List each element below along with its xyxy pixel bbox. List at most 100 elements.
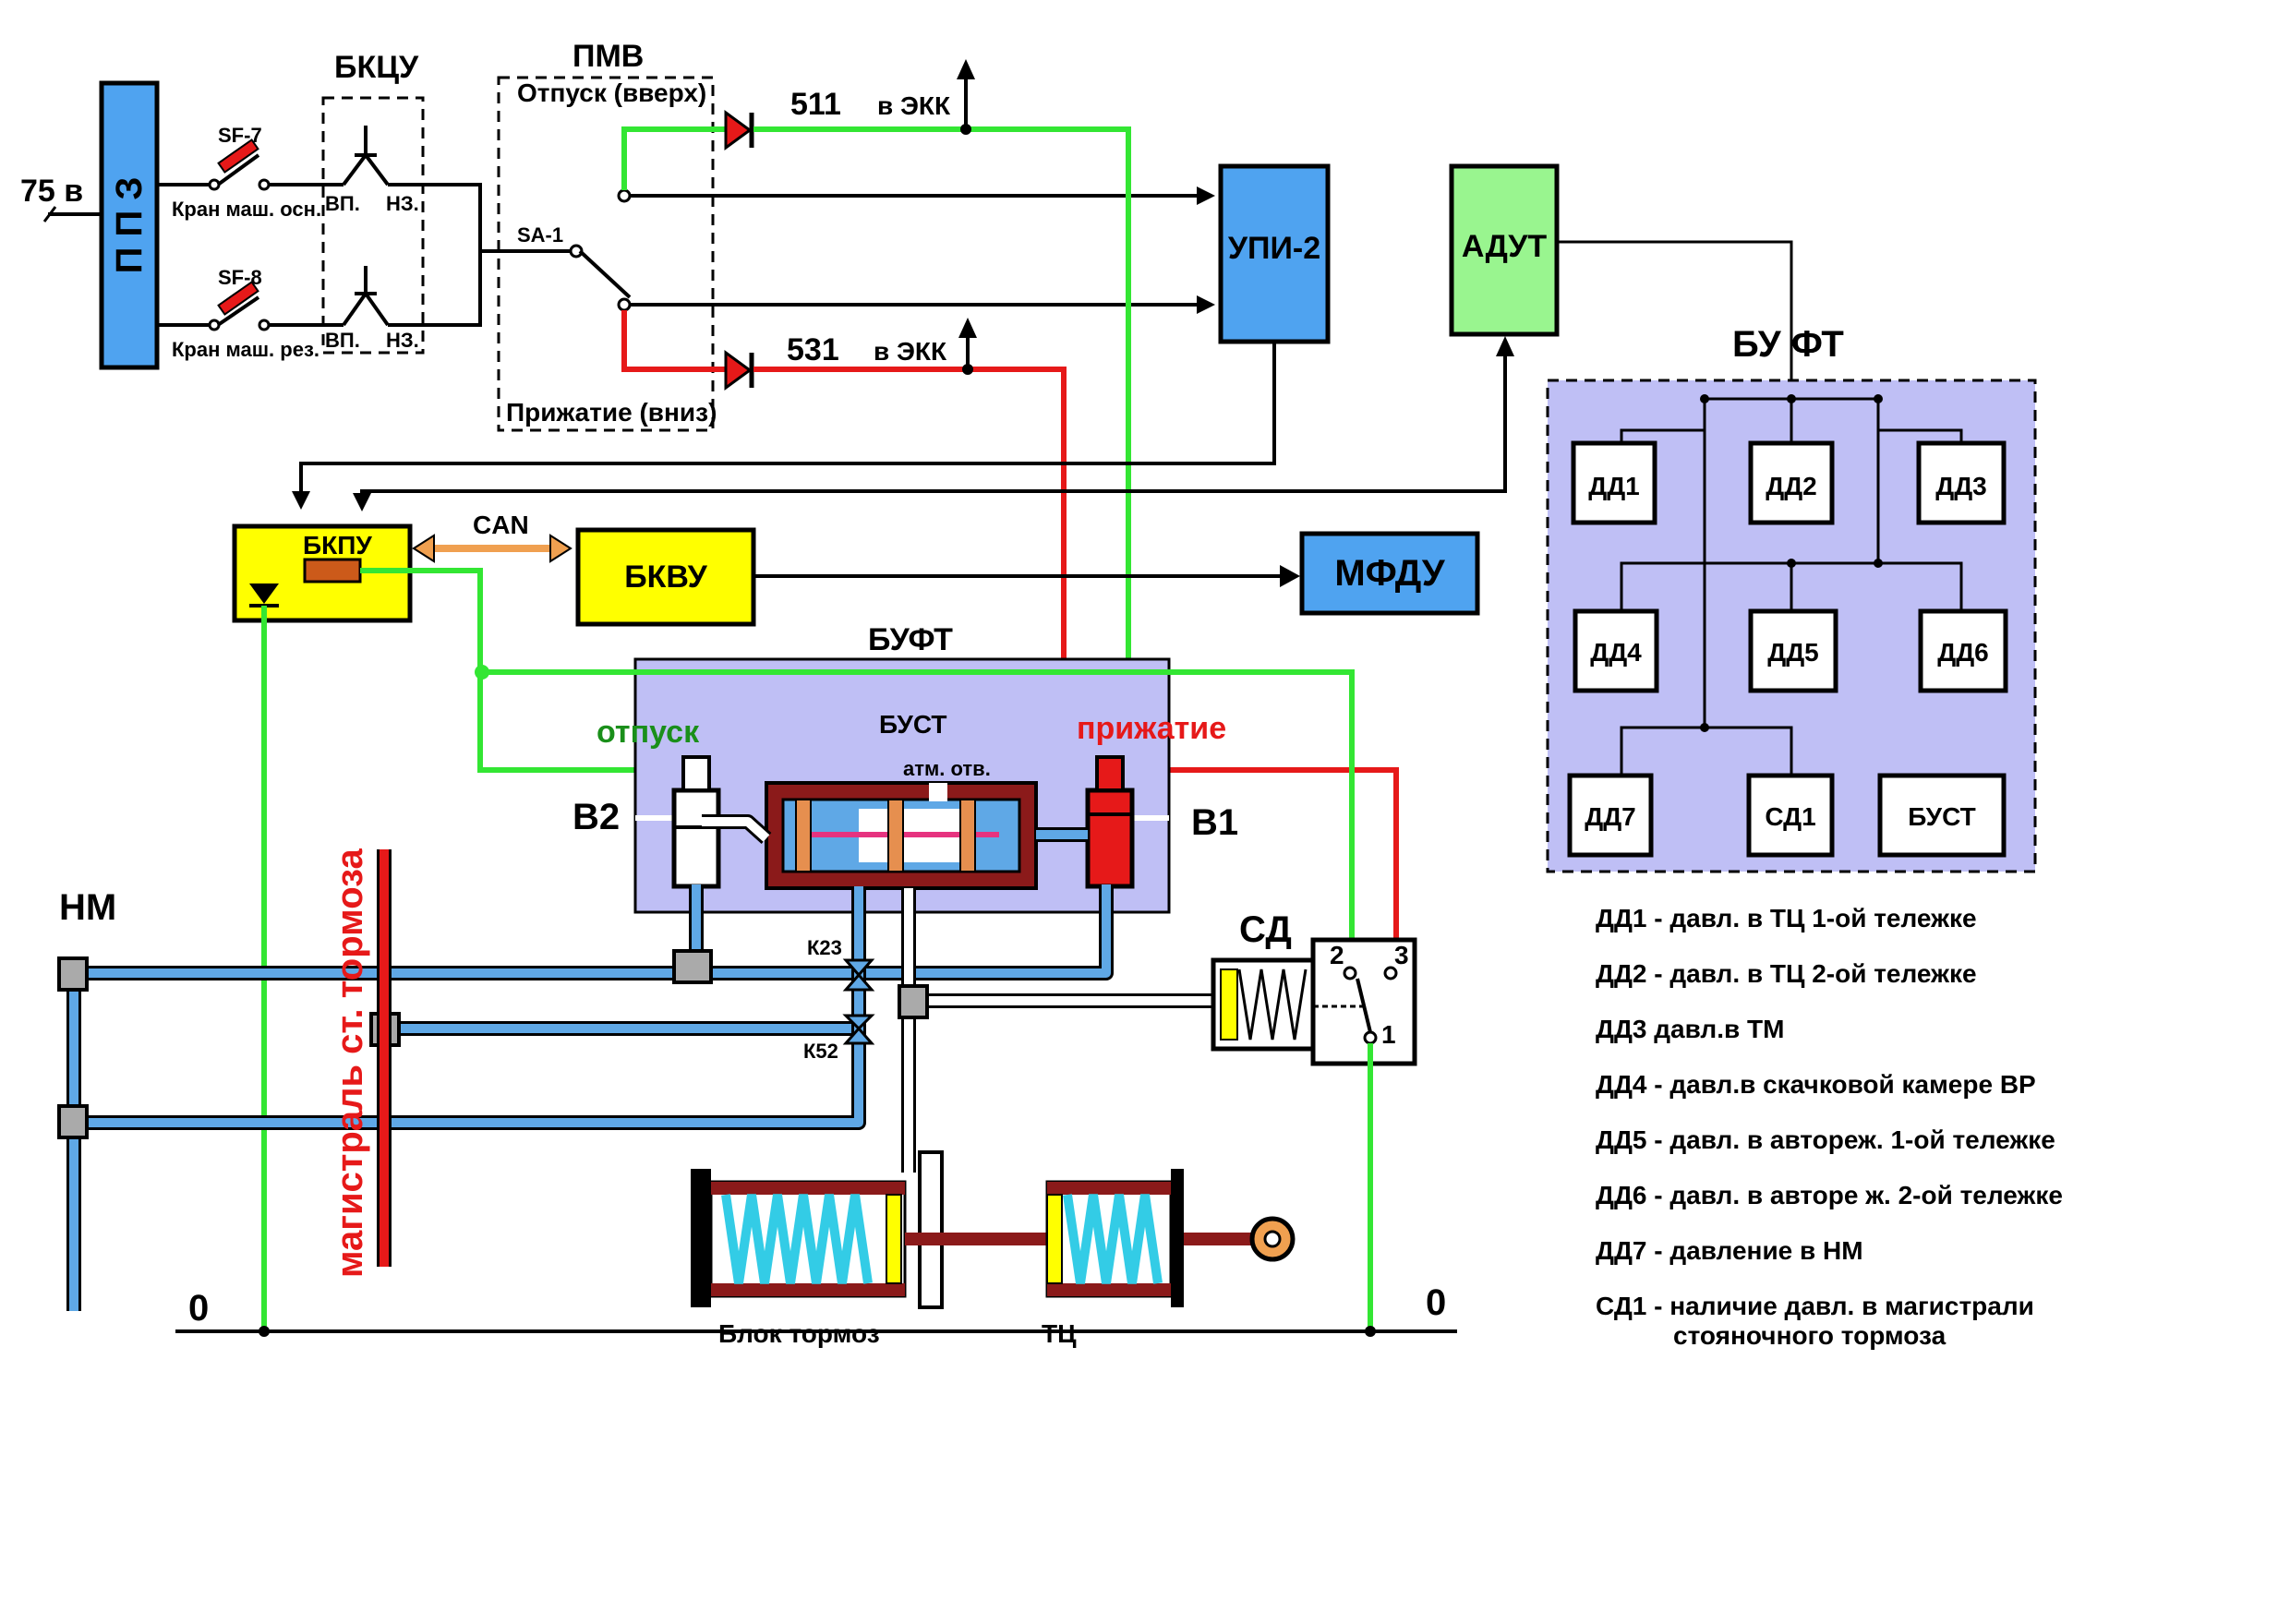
svg-text:ДД2: ДД2 xyxy=(1766,472,1816,500)
sf8-contact-a xyxy=(208,319,221,331)
sf8-breaker-icon xyxy=(217,281,259,316)
sd-contact-2 xyxy=(1343,966,1357,980)
wire-511-a xyxy=(621,126,726,190)
legend-item-dd7: ДД7 - давление в НМ xyxy=(1596,1236,1863,1265)
tc-piston xyxy=(1046,1194,1063,1284)
kran-rez-label: Кран маш. рез. xyxy=(172,338,319,361)
bkcu-label: БКЦУ xyxy=(334,50,419,85)
sd-switch-blade xyxy=(1356,978,1372,1033)
bkpu-relay-icon xyxy=(303,558,362,583)
b1-valve-cap xyxy=(1095,755,1125,792)
ground-zero-right: 0 xyxy=(1426,1282,1446,1323)
bkcu-output-bus xyxy=(423,183,482,327)
buft-node-1 xyxy=(1700,394,1709,403)
sd-contact-3 xyxy=(1383,966,1398,980)
b2-pipe-connector xyxy=(672,949,713,984)
magistral-label: магистраль ст. тормоза xyxy=(330,848,370,1278)
diode-531-icon xyxy=(724,350,753,391)
sd-spring-icon xyxy=(1237,968,1308,1041)
k23-valve-top xyxy=(842,958,875,978)
legend-item-dd2: ДД2 - давл. в ТЦ 2-ой тележке xyxy=(1596,959,1977,988)
bkcu-nz-2: НЗ. xyxy=(386,329,419,352)
legend-item-sd1: СД1 - наличие давл. в магистрали xyxy=(1596,1292,2034,1320)
svg-text:ДД5: ДД5 xyxy=(1767,638,1818,667)
buft-dd4: ДД4 xyxy=(1573,608,1659,693)
sf7-blade xyxy=(216,153,260,186)
legend-item-sd1-cont: стояночного тормоза xyxy=(1673,1321,1946,1350)
svg-text:ДД1: ДД1 xyxy=(1588,472,1639,500)
k23-valve-bottom xyxy=(842,972,875,992)
buft-dd7: ДД7 xyxy=(1567,773,1654,858)
svg-text:БУСТ: БУСТ xyxy=(1908,802,1975,831)
ground-node-right xyxy=(1365,1326,1376,1337)
sd-label: СД xyxy=(1239,909,1292,950)
legend-item-dd1: ДД1 - давл. в ТЦ 1-ой тележке xyxy=(1596,904,1977,932)
wire-531-a xyxy=(621,310,726,372)
bust-piston-2 xyxy=(887,799,904,872)
ekk-label-1: в ЭКК xyxy=(877,91,951,120)
bt-divider xyxy=(918,1150,944,1309)
tc-top-wall xyxy=(1047,1182,1171,1195)
b2-valve-cap xyxy=(681,755,711,792)
adut-block xyxy=(1449,163,1560,337)
ground-zero-left: 0 xyxy=(188,1288,209,1329)
label-75v: 75 в xyxy=(20,174,83,209)
sf8-label: SF-8 xyxy=(218,266,262,289)
nm-label: НМ xyxy=(59,887,116,928)
bt-bottom-wall xyxy=(711,1283,905,1296)
sd-pin-3: 3 xyxy=(1394,941,1409,969)
bkcu-t1-b xyxy=(364,153,390,186)
b1-label: В1 xyxy=(1191,802,1238,843)
tc-eye-hole xyxy=(1263,1230,1282,1248)
buft-dd1: ДД1 xyxy=(1571,440,1657,525)
wire-adut-to-buft xyxy=(1557,240,1793,399)
node-531 xyxy=(962,364,973,375)
arrow-upi-1 xyxy=(1197,186,1215,205)
buft-mid-title: БУФТ xyxy=(868,622,953,657)
bkcu-vp-1: ВП. xyxy=(325,192,360,215)
svg-text:СД1: СД1 xyxy=(1765,802,1815,831)
ekk-arrow-1 xyxy=(957,59,975,79)
adut-label: АДУТ xyxy=(1462,229,1548,264)
bt-top-wall xyxy=(711,1182,905,1195)
diode-511-icon xyxy=(724,110,753,150)
bust-piston-1 xyxy=(795,799,812,872)
buft-node-3 xyxy=(1874,394,1883,403)
buft-dd5: ДД5 xyxy=(1748,608,1838,693)
bkpu-label: БКПУ xyxy=(303,531,372,559)
bust-piston-3 xyxy=(959,799,976,872)
bkvu-label: БКВУ xyxy=(624,559,707,595)
otpusk-label: отпуск xyxy=(597,715,700,750)
legend-item-dd3: ДД3 давл.в ТМ xyxy=(1596,1015,1784,1043)
sd-piston xyxy=(1220,968,1238,1041)
sf7-breaker-icon xyxy=(217,138,259,174)
sa1-label: SA-1 xyxy=(517,223,563,247)
ekk-label-2: в ЭКК xyxy=(874,337,947,366)
nm-connector-1 xyxy=(57,956,89,992)
wire-green-to-switch xyxy=(482,669,1355,960)
kran-osn-label: Кран маш. осн. xyxy=(172,198,321,221)
sa1-blade xyxy=(578,249,632,299)
node-511 xyxy=(960,124,971,135)
bt-spring-icon xyxy=(721,1194,873,1284)
sd-pin-2: 2 xyxy=(1330,941,1344,969)
wire-75v-mark xyxy=(42,206,57,223)
k23-label: К23 xyxy=(807,936,842,959)
tc-bottom-wall xyxy=(1047,1283,1171,1296)
mfdu-block xyxy=(1299,531,1480,616)
arrow-bkpu-2 xyxy=(353,493,371,511)
buft-bus-dd1 xyxy=(1620,428,1705,443)
sf8-blade xyxy=(216,295,260,327)
legend-item-dd6: ДД6 - давл. в авторе ж. 2-ой тележке xyxy=(1596,1181,2063,1209)
bkcu-nz-1: НЗ. xyxy=(386,192,419,215)
bkcu-vp-2: ВП. xyxy=(325,329,360,352)
wire-upi-to-bkpu xyxy=(299,342,1276,495)
b1-valve xyxy=(1085,788,1135,889)
arrow-adut xyxy=(1496,336,1514,356)
bkcu-t2-b xyxy=(364,292,390,327)
bt-left-plate xyxy=(691,1169,711,1307)
ppz-label: П П З xyxy=(109,177,150,274)
svg-text:ДД7: ДД7 xyxy=(1585,802,1635,831)
arrow-upi-2 xyxy=(1197,295,1215,314)
